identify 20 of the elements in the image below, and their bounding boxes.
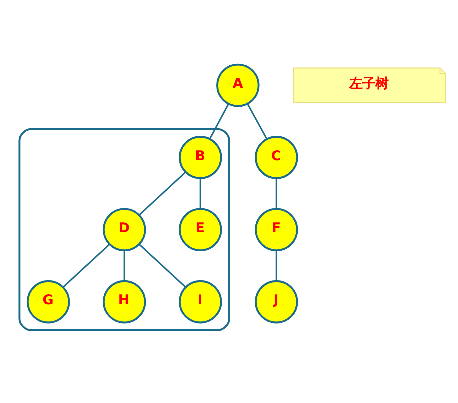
connector <box>276 250 278 282</box>
connector <box>209 104 230 140</box>
node-circle: D <box>102 208 146 252</box>
connector <box>124 250 126 282</box>
node-circle: C <box>254 136 298 180</box>
connector <box>247 104 268 140</box>
node-circle: J <box>254 280 298 324</box>
connector <box>276 178 278 210</box>
node-circle: H <box>102 280 146 324</box>
node-circle: E <box>178 208 222 252</box>
node-circle: A <box>216 64 260 108</box>
node-circle: B <box>178 136 222 180</box>
cluster <box>18 128 230 332</box>
connector <box>138 172 186 216</box>
connector <box>200 178 202 210</box>
node-circle: I <box>178 280 222 324</box>
node-circle: F <box>254 208 298 252</box>
connector <box>62 244 110 288</box>
connector <box>139 244 186 288</box>
node-circle: G <box>26 280 70 324</box>
